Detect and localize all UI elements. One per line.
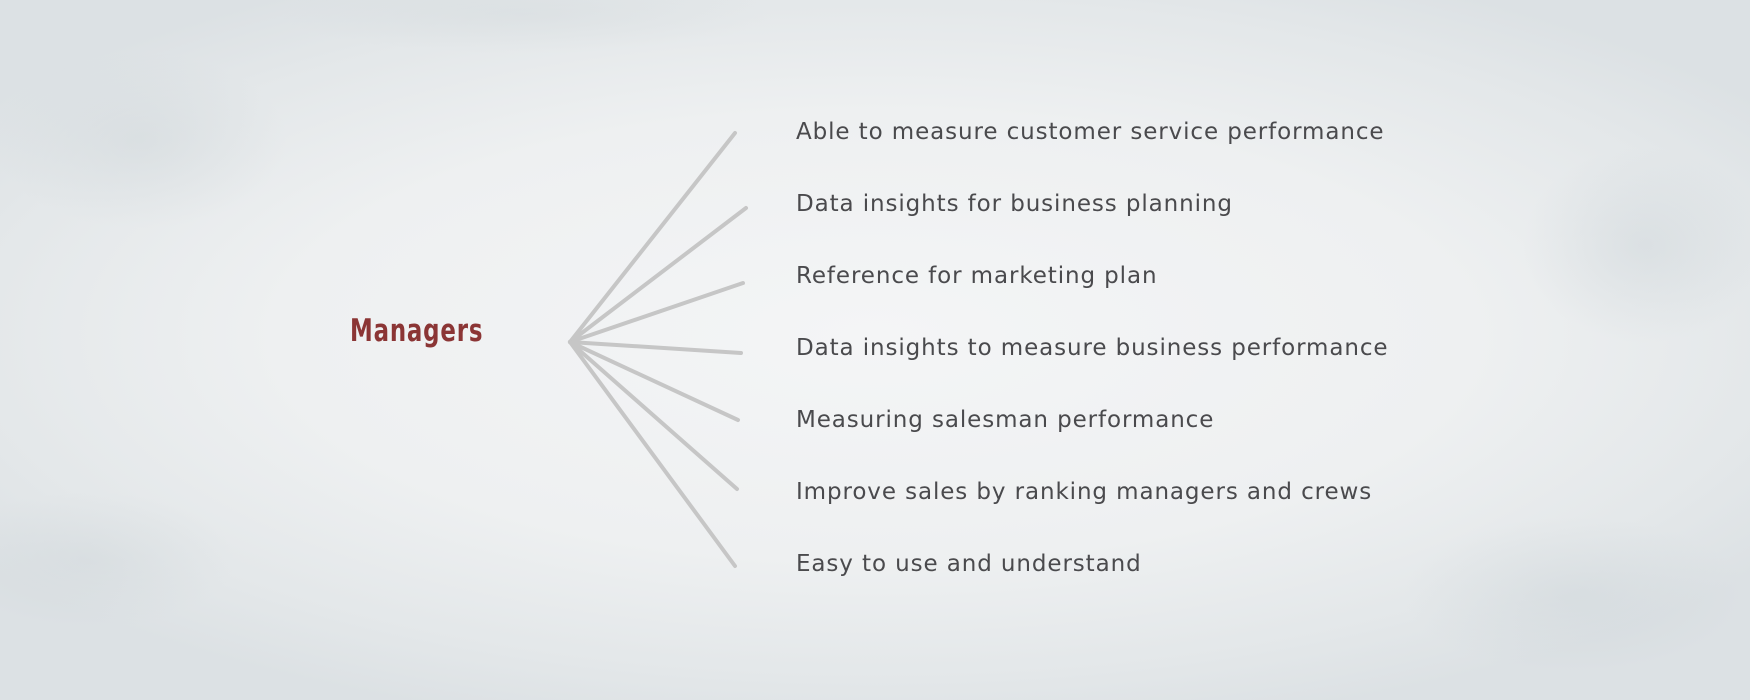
branch-line-4	[568, 340, 743, 355]
branch-line-6	[568, 340, 739, 491]
root-node-label: Managers	[350, 313, 484, 349]
branch-line-5	[568, 340, 740, 422]
leaf-item-2: Data insights for business planning	[796, 191, 1233, 217]
leaf-item-7: Easy to use and understand	[796, 551, 1142, 577]
leaf-item-4: Data insights to measure business perfor…	[796, 335, 1389, 361]
leaf-item-3: Reference for marketing plan	[796, 263, 1158, 289]
branch-line-7	[568, 340, 737, 568]
leaf-item-1: Able to measure customer service perform…	[796, 119, 1385, 145]
branch-line-3	[568, 281, 745, 344]
leaf-item-5: Measuring salesman performance	[796, 407, 1215, 433]
branch-line-1	[568, 131, 737, 344]
branch-line-2	[568, 206, 748, 344]
leaf-item-6: Improve sales by ranking managers and cr…	[796, 479, 1373, 505]
